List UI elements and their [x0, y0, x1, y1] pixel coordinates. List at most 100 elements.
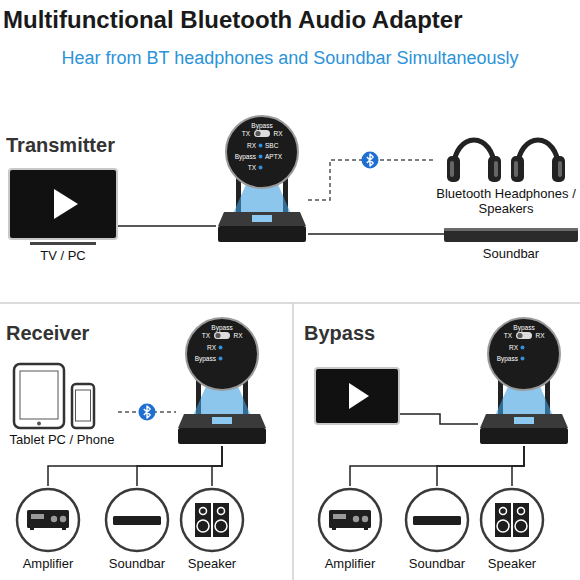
illustration-part — [521, 346, 525, 350]
subtitle: Hear from BT headphones and Soundbar Sim… — [62, 48, 519, 69]
illustration-part — [450, 161, 454, 177]
device-node: Soundbar — [103, 486, 171, 571]
headphones-icon — [436, 126, 576, 186]
illustration-part — [480, 428, 568, 444]
illustration-part — [30, 528, 34, 530]
panel-label: Bypass — [497, 355, 518, 362]
speaker-icon — [178, 486, 246, 556]
illustration-part — [444, 228, 578, 231]
device-node: TV / PC — [8, 168, 118, 263]
device-caption: Speaker — [478, 486, 546, 571]
bluetooth-rune — [367, 154, 373, 166]
amplifier-icon — [14, 486, 82, 556]
bluetooth-symbol — [139, 404, 156, 421]
audio-wire — [212, 446, 222, 486]
illustration-part — [333, 514, 346, 519]
soundbar-icon — [103, 486, 171, 556]
tablet-phone-icon — [6, 362, 118, 432]
illustration-part — [9, 169, 117, 239]
illustration-part — [219, 346, 223, 350]
illustration-part — [362, 516, 368, 522]
section-divider — [292, 303, 294, 580]
illustration-part — [511, 156, 524, 182]
illustration-part — [106, 489, 168, 551]
illustration-part — [518, 508, 525, 515]
connector-line — [512, 446, 524, 486]
illustration-part — [54, 189, 78, 219]
tv-screen — [315, 368, 399, 424]
section-heading: Transmitter — [6, 134, 115, 157]
illustration-part — [20, 371, 58, 419]
device-caption: Soundbar — [103, 486, 171, 571]
illustration-part — [14, 364, 64, 428]
panel-label: RX — [509, 344, 518, 351]
adapter-device — [176, 316, 268, 446]
device-caption: TV / PC — [8, 168, 118, 263]
soundbar-icon — [444, 226, 578, 246]
device-caption: Soundbar — [444, 226, 578, 261]
adapter-node: BypassTXRXRXBypass — [478, 316, 570, 446]
device-caption: Soundbar — [403, 486, 471, 571]
illustration-part — [521, 357, 525, 361]
soundbar-icon — [403, 486, 471, 556]
illustration-part — [200, 508, 207, 515]
diagram-title: Multifunctional Bluetooth Audio Adapter — [3, 6, 463, 34]
tv-icon — [8, 168, 118, 248]
illustration-part — [195, 503, 211, 537]
device-node: Tablet PC / Phone — [6, 362, 118, 447]
illustration-part — [481, 489, 543, 551]
illustration-part — [72, 384, 94, 428]
connector-line — [48, 446, 222, 486]
illustration-part — [514, 161, 518, 177]
audio-wire — [308, 234, 444, 235]
illustration-part — [552, 156, 565, 182]
device-node: Amplifier — [316, 486, 384, 571]
panel-label: TX — [202, 332, 210, 339]
illustration-part — [353, 516, 359, 522]
illustration-part — [406, 489, 468, 551]
panel-label: TX — [242, 130, 250, 137]
connector-line — [137, 446, 222, 486]
illustration-part — [494, 161, 498, 177]
device-caption: Speaker — [178, 486, 246, 571]
panel-label: TX — [248, 164, 256, 171]
illustration-part — [213, 503, 229, 537]
illustration-part — [558, 161, 562, 177]
illustration-part — [215, 520, 227, 532]
illustration-part — [497, 520, 509, 532]
illustration-part — [27, 510, 69, 528]
illustration-part — [218, 212, 306, 226]
illustration-part — [186, 318, 258, 390]
section-divider — [0, 302, 580, 304]
illustration-part — [480, 414, 568, 428]
device-caption: Amplifier — [14, 486, 82, 571]
audio-wire — [437, 446, 524, 486]
illustration-part — [255, 131, 260, 136]
audio-wire — [48, 446, 222, 486]
illustration-part — [514, 417, 534, 424]
audio-wire — [512, 446, 524, 486]
connector-line — [118, 225, 216, 227]
adapter-device — [216, 114, 308, 244]
illustration-part — [218, 226, 306, 242]
illustration-part — [447, 156, 460, 182]
device-caption: Bluetooth Headphones / Speakers — [436, 126, 576, 216]
illustration-part — [37, 422, 41, 426]
illustration-part — [178, 414, 266, 428]
illustration-part — [444, 228, 578, 242]
illustration-part — [516, 332, 532, 339]
panel-label: SBC — [265, 142, 278, 149]
bluetooth-symbol — [362, 152, 379, 169]
panel-label: RX — [247, 142, 256, 149]
illustration-part — [51, 516, 57, 522]
illustration-part — [218, 508, 225, 515]
illustration-part — [60, 516, 66, 522]
device-node: Soundbar — [403, 486, 471, 571]
illustration-part — [226, 116, 298, 188]
connector-line — [437, 446, 524, 486]
panel-label: Bypass — [513, 324, 534, 331]
device-caption: Tablet PC / Phone — [6, 362, 118, 447]
audio-wire — [400, 414, 478, 424]
